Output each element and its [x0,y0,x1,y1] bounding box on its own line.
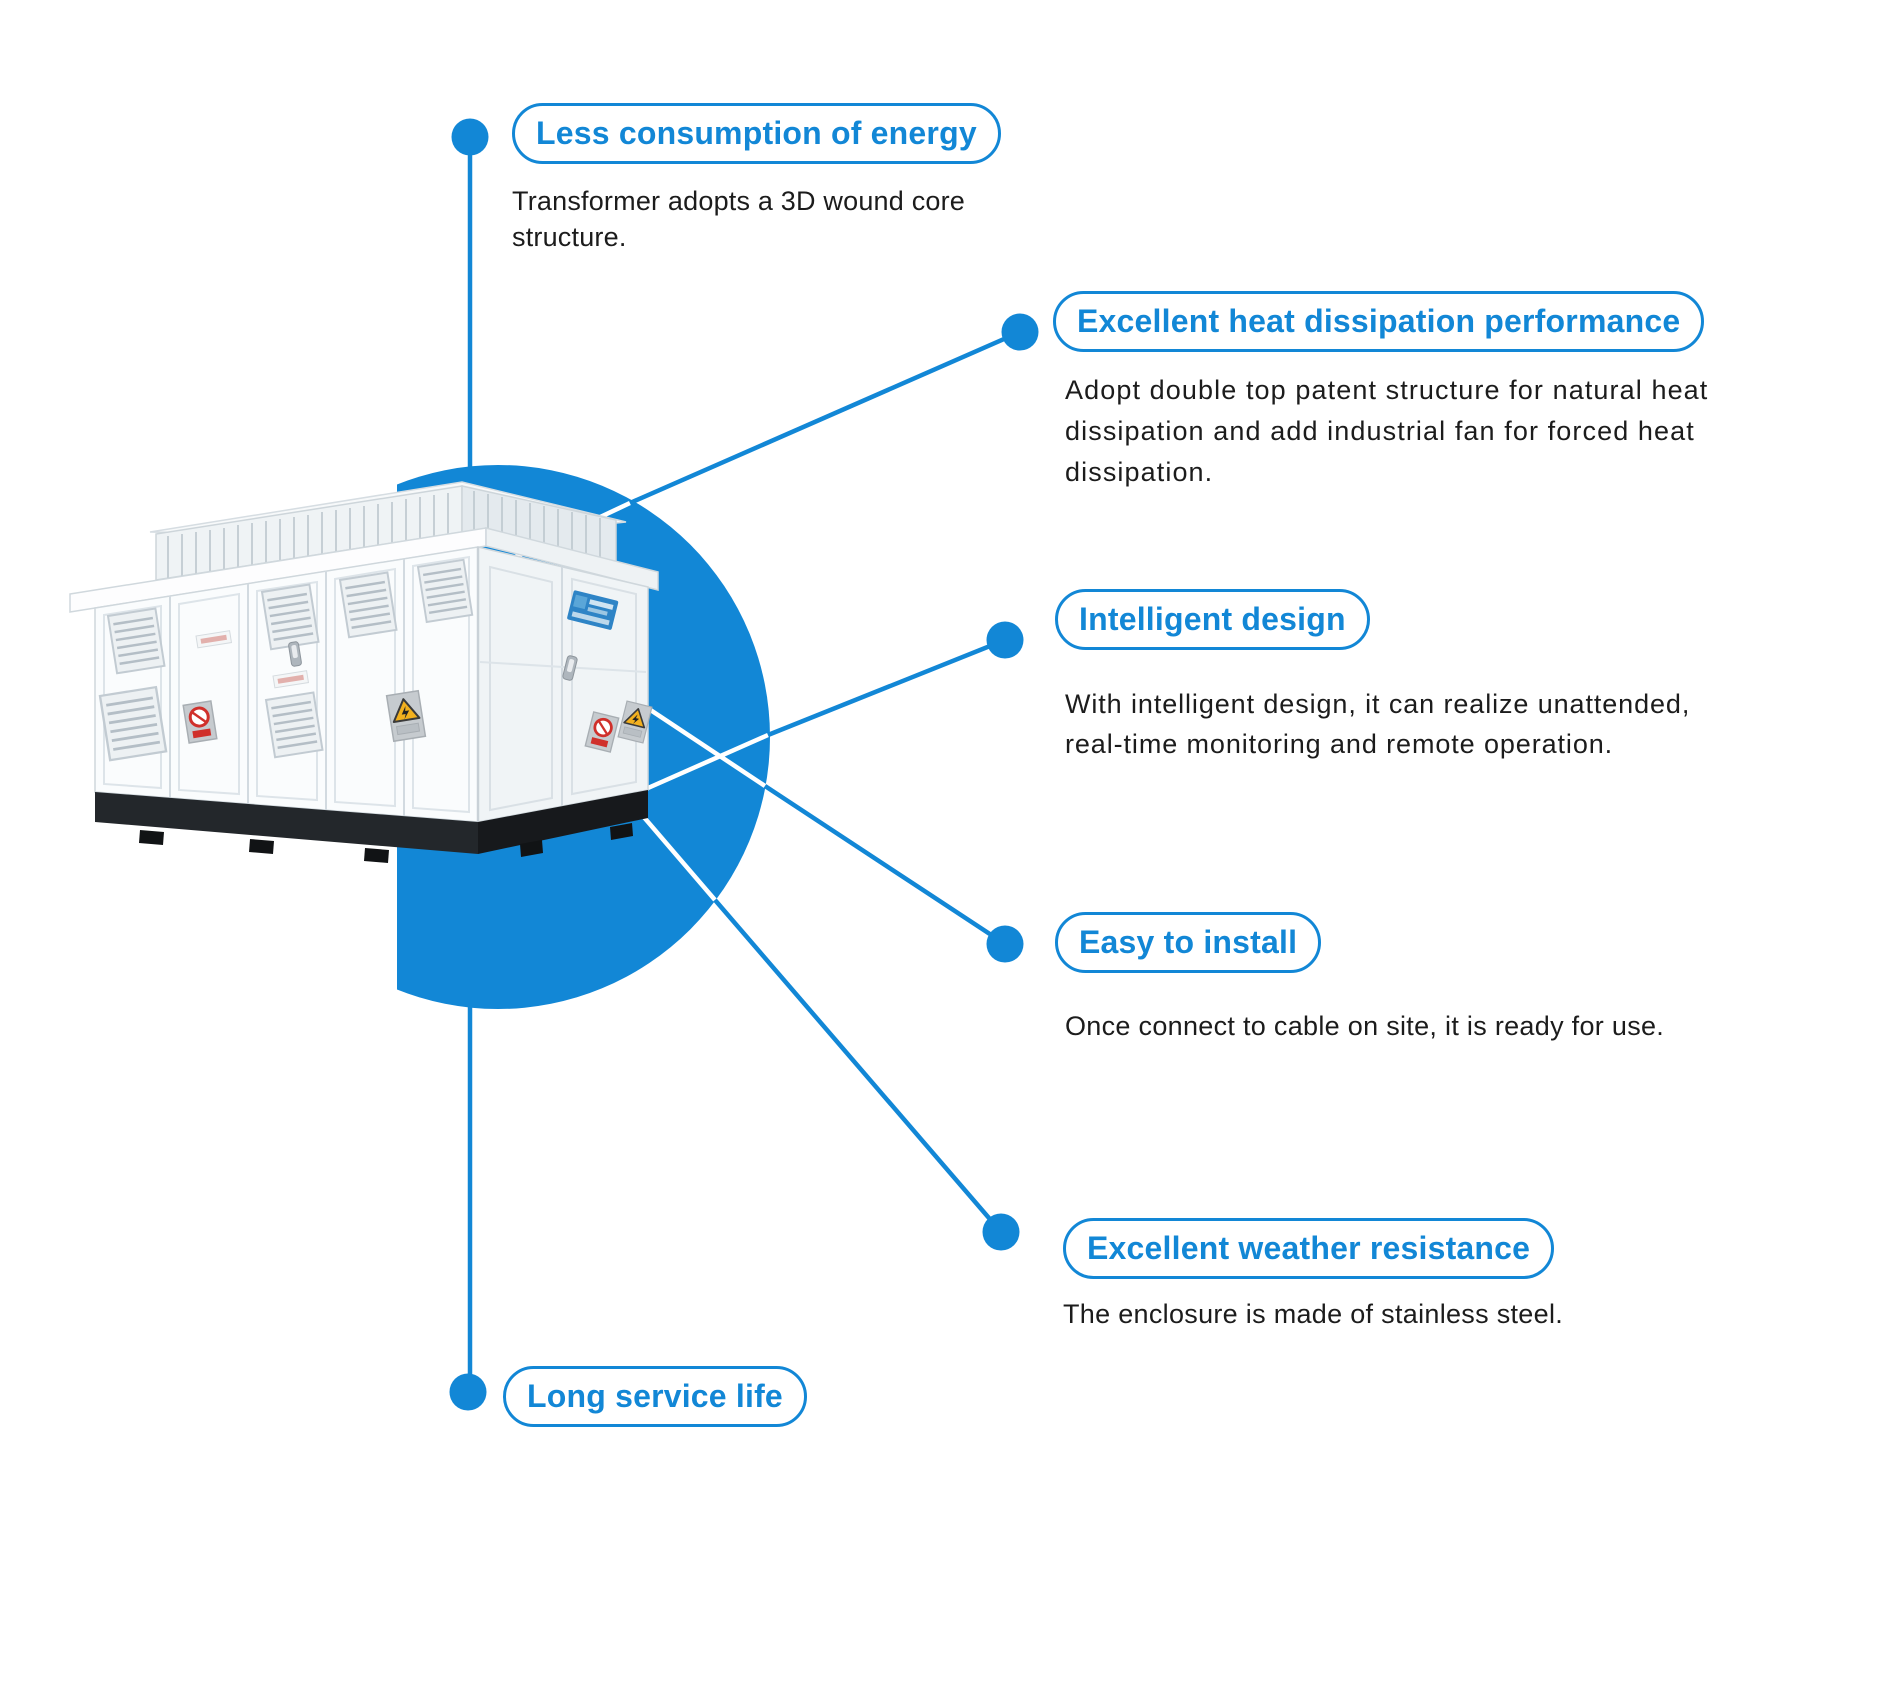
feature-desc-heat-dissipation: Adopt double top patent structure for na… [1065,375,1709,487]
dot-less-consumption [451,118,489,156]
feature-desc-less-consumption: Transformer adopts a 3D wound core struc… [512,186,966,252]
feature-title: Excellent heat dissipation performance [1077,303,1681,339]
feature-pill-weather-resistance: Excellent weather resistance [1063,1218,1555,1279]
dot-intelligent-design [986,621,1024,659]
feature-desc-weather-resistance: The enclosure is made of stainless steel… [1063,1299,1564,1329]
feature-desc-intelligent-design: With intelligent design, it can realize … [1065,689,1691,759]
product-photo-transformer-substation [69,481,659,863]
feature-pill-intelligent-design: Intelligent design [1055,589,1370,650]
connector-dots [449,118,1039,1411]
dot-easy-install [986,925,1024,963]
feature-pill-easy-install: Easy to install [1055,912,1322,973]
connector-lines [629,329,1021,1234]
dot-weather-resistance [982,1213,1020,1251]
feature-title: Less consumption of energy [536,115,977,151]
feature-title: Long service life [527,1378,783,1414]
dot-heat-dissipation [1001,313,1039,351]
dot-long-service-life [449,1373,487,1411]
feature-desc-easy-install: Once connect to cable on site, it is rea… [1065,1011,1665,1041]
feature-pill-less-consumption: Less consumption of energy [512,103,1001,164]
feature-title: Intelligent design [1079,601,1346,637]
feature-pill-long-service-life: Long service life [503,1366,807,1427]
feature-title: Excellent weather resistance [1087,1230,1531,1266]
feature-pill-heat-dissipation: Excellent heat dissipation performance [1053,291,1705,352]
feature-title: Easy to install [1079,924,1298,960]
